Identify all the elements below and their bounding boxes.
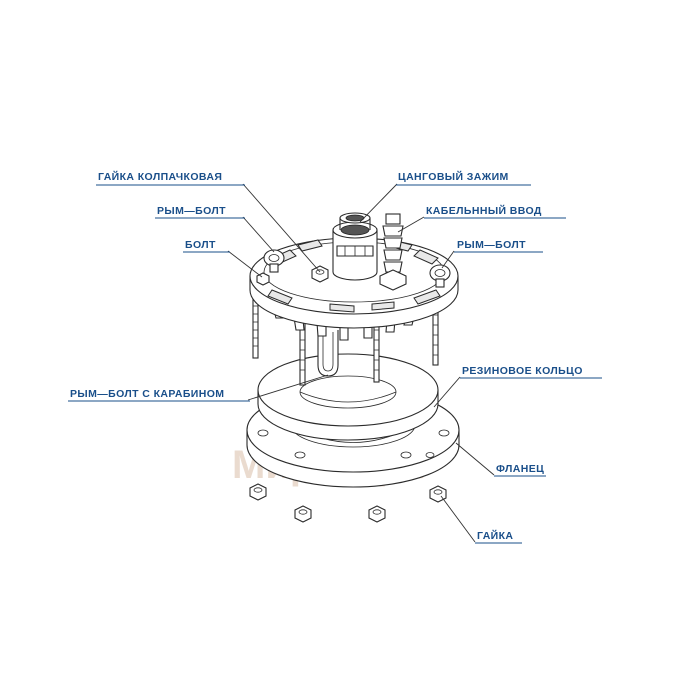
- cable-entry: [379, 213, 407, 291]
- label-bolt: БОЛТ: [185, 239, 216, 251]
- label-cap-nut: ГАЙКА КОЛПАЧКОВАЯ: [98, 170, 222, 183]
- loose-nuts: [249, 483, 447, 523]
- callout-eye-bolt-right: РЫМ—БОЛТ: [454, 239, 543, 253]
- eye-bolt-left: [263, 249, 285, 273]
- label-collet-clamp: ЦАНГОВЫЙ ЗАЖИМ: [398, 170, 509, 183]
- nut-2: [294, 505, 312, 523]
- label-cable-entry: КАБЕЛЬННЫЙ ВВОД: [426, 204, 542, 217]
- label-flange: ФЛАНЕЦ: [496, 463, 544, 475]
- callout-eye-bolt-left: РЫМ—БОЛТ: [155, 205, 245, 219]
- cap-nut: [311, 265, 329, 283]
- nut-3: [368, 505, 386, 523]
- label-nut: ГАЙКА: [477, 529, 513, 542]
- collet-clamp: [332, 212, 378, 281]
- callout-cable-entry: КАБЕЛЬННЫЙ ВВОД: [424, 204, 566, 219]
- callout-bolt: БОЛТ: [183, 239, 230, 253]
- callout-cap-nut: ГАЙКА КОЛПАЧКОВАЯ: [96, 170, 245, 186]
- nut-1: [249, 483, 267, 501]
- callout-eye-bolt-carabiner: РЫМ—БОЛТ С КАРАБИНОМ: [68, 388, 250, 402]
- rod-center-right: [373, 319, 380, 383]
- callout-rubber-ring: РЕЗИНОВОЕ КОЛЬЦО: [460, 365, 602, 379]
- label-eye-bolt-left: РЫМ—БОЛТ: [157, 205, 226, 217]
- label-rubber-ring: РЕЗИНОВОЕ КОЛЬЦО: [462, 365, 583, 377]
- eye-bolt-carabiner: [317, 330, 339, 377]
- label-eye-bolt-right: РЫМ—БОЛТ: [457, 239, 526, 251]
- callout-collet-clamp: ЦАНГОВЫЙ ЗАЖИМ: [396, 170, 531, 186]
- rubber-ring: [257, 353, 439, 441]
- label-eye-bolt-carabiner: РЫМ—БОЛТ С КАРАБИНОМ: [70, 388, 224, 400]
- callout-flange: ФЛАНЕЦ: [494, 463, 546, 477]
- leader-lines: [227, 183, 495, 543]
- callout-nut: ГАЙКА: [475, 529, 522, 544]
- eye-bolt-right: [429, 264, 451, 288]
- callouts: ГАЙКА КОЛПАЧКОВАЯ ЦАНГОВЫЙ ЗАЖИМ РЫМ—БОЛ…: [68, 170, 602, 544]
